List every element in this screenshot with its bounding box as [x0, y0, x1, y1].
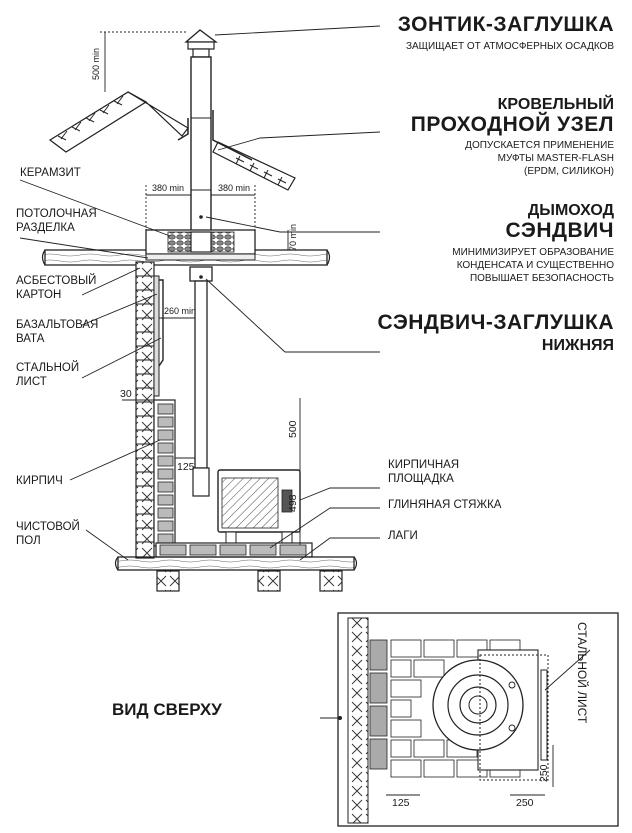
chimney-title-small: ДЫМОХОД — [527, 202, 614, 219]
roof-desc-3: (EPDM, СИЛИКОН) — [524, 166, 614, 177]
label-joists: ЛАГИ — [388, 530, 418, 542]
dim-500: 500 — [287, 420, 299, 438]
label-steel-sheet-line-2: ЛИСТ — [16, 376, 47, 388]
plan-dim-125: 125 — [392, 797, 410, 809]
brick-wall — [135, 261, 176, 559]
roof-desc-1: ДОПУСКАЕТСЯ ПРИМЕНЕНИЕ — [465, 140, 614, 151]
label-top-view: ВИД СВЕРХУ — [112, 700, 222, 719]
label-brick: КИРПИЧ — [16, 475, 63, 487]
label-ceiling-cut-line-2: РАЗДЕЛКА — [16, 222, 75, 234]
label-floor-line-1: ЧИСТОВОЙ — [16, 521, 80, 533]
roof-desc-2: МУФТЫ MASTER-FLASH — [497, 153, 614, 164]
label-steel-sheet: СТАЛЬНОЙ ЛИСТ — [16, 361, 79, 389]
label-clay-screed: ГЛИНЯНАЯ СТЯЖКА — [388, 499, 502, 511]
label-basalt-line-1: БАЗАЛЬТОВАЯ — [16, 319, 99, 331]
label-floor-line-2: ПОЛ — [16, 535, 41, 547]
dim-498: 498 — [287, 494, 299, 512]
roof — [48, 91, 296, 191]
bottom-cap-subtitle: НИЖНЯЯ — [541, 337, 614, 354]
cap-desc: ЗАЩИЩАЕТ ОТ АТМОСФЕРНЫХ ОСАДКОВ — [405, 41, 614, 52]
label-keramzit: КЕРАМЗИТ — [20, 167, 81, 179]
label-basalt: БАЗАЛЬТОВАЯ ВАТА — [16, 318, 98, 346]
label-basalt-line-2: ВАТА — [16, 333, 45, 345]
plan-dim-250-bottom: 250 — [516, 797, 534, 809]
dim-125: 125 — [177, 461, 195, 473]
label-asbestos-line-1: АСБЕСТОВЫЙ — [16, 275, 97, 287]
roof-title: ПРОХОДНОЙ УЗЕЛ — [410, 113, 614, 136]
dim-260-min: 260 min — [164, 306, 196, 316]
label-asbestos: АСБЕСТОВЫЙ КАРТОН — [16, 274, 96, 302]
label-steel-sheet-line-1: СТАЛЬНОЙ — [16, 362, 80, 374]
dim-500-min: 500 min — [91, 48, 101, 80]
label-brick-platform-line-1: КИРПИЧНАЯ — [388, 459, 460, 471]
label-finish-floor: ЧИСТОВОЙ ПОЛ — [16, 520, 80, 548]
floor — [114, 542, 358, 592]
dim-70-min: 70 min — [288, 224, 298, 251]
leader-lines — [19, 25, 381, 561]
plan-steel-sheet-label: СТАЛЬНОЙ ЛИСТ — [575, 622, 590, 724]
label-ceiling-cut-line-1: ПОТОЛОЧНАЯ — [16, 208, 97, 220]
roof-passage-heading: КРОВЕЛЬНЫЙ ПРОХОДНОЙ УЗЕЛ ДОПУСКАЕТСЯ ПР… — [411, 96, 614, 178]
cap-title: ЗОНТИК-ЗАГЛУШКА — [397, 13, 614, 36]
bottom-cap-heading: СЭНДВИЧ-ЗАГЛУШКА НИЖНЯЯ — [377, 312, 614, 355]
chimney-desc-3: ПОВЫШАЕТ БЕЗОПАСНОСТЬ — [469, 273, 614, 284]
chimney-heading: ДЫМОХОД СЭНДВИЧ МИНИМИЗИРУЕТ ОБРАЗОВАНИЕ… — [452, 202, 614, 285]
label-ceiling-cut: ПОТОЛОЧНАЯ РАЗДЕЛКА — [16, 207, 97, 235]
label-brick-platform: КИРПИЧНАЯ ПЛОЩАДКА — [388, 458, 459, 486]
label-asbestos-line-2: КАРТОН — [16, 289, 62, 301]
top-view-plan — [320, 612, 619, 827]
stove — [217, 469, 301, 544]
chimney-pipe — [184, 29, 218, 497]
dim-380-right: 380 min — [218, 183, 250, 193]
ceiling — [41, 229, 331, 266]
roof-title-small: КРОВЕЛЬНЫЙ — [497, 96, 614, 113]
bottom-cap-title: СЭНДВИЧ-ЗАГЛУШКА — [377, 311, 614, 334]
cap-heading: ЗОНТИК-ЗАГЛУШКА ЗАЩИЩАЕТ ОТ АТМОСФЕРНЫХ … — [398, 14, 614, 53]
dim-30: 30 — [120, 388, 132, 400]
chimney-desc-2: КОНДЕНСАТА И СУЩЕСТВЕННО — [456, 260, 614, 271]
dim-380-left: 380 min — [152, 183, 184, 193]
label-brick-platform-line-2: ПЛОЩАДКА — [388, 473, 454, 485]
chimney-title: СЭНДВИЧ — [505, 219, 614, 242]
plan-dim-250-side: 250 — [538, 764, 550, 782]
chimney-desc-1: МИНИМИЗИРУЕТ ОБРАЗОВАНИЕ — [452, 247, 614, 258]
